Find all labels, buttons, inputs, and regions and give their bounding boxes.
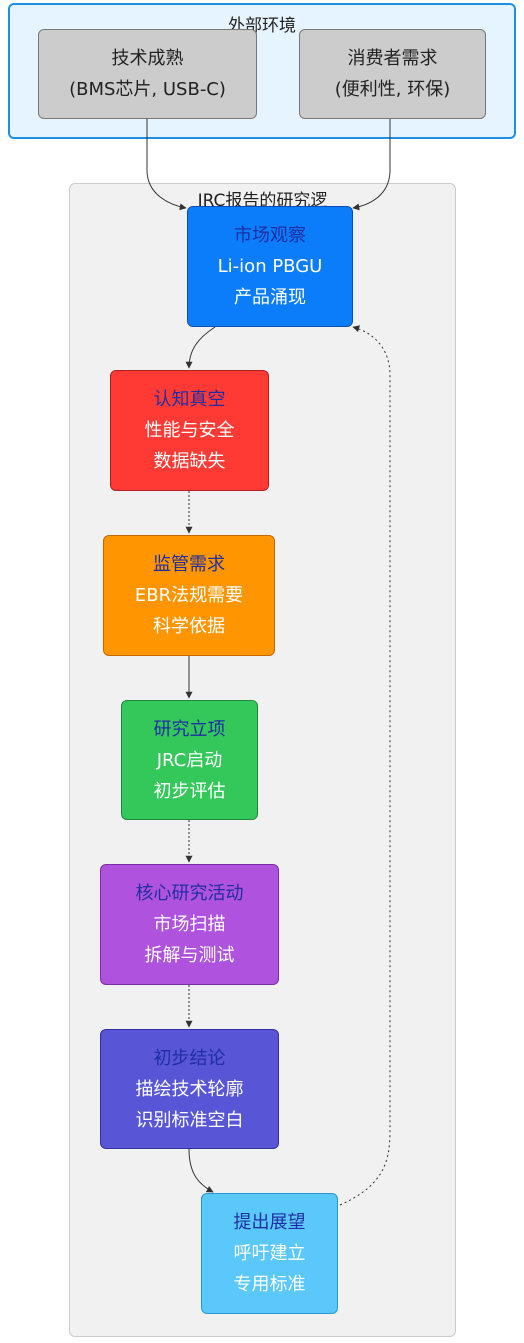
edge-prelim-to-outlook xyxy=(188,1148,214,1193)
node-tech-maturity-line-2: (BMS芯片, USB-C) xyxy=(69,79,226,100)
node-cognitive-vacuum-line-1: 性能与安全 xyxy=(144,420,235,441)
node-research-project: 研究立项 JRC启动 初步评估 xyxy=(121,700,258,820)
node-tech-maturity: 技术成熟 (BMS芯片, USB-C) xyxy=(38,29,257,119)
edge-outlook-to-market xyxy=(339,325,391,1206)
node-cognitive-vacuum-title: 认知真空 xyxy=(153,389,226,410)
node-preliminary-conclusion-line-2: 识别标准空白 xyxy=(135,1109,244,1131)
node-core-research-line-1: 市场扫描 xyxy=(153,914,226,935)
node-outlook-line-2: 专用标准 xyxy=(233,1274,306,1295)
node-regulatory-demand: 监管需求 EBR法规需要 科学依据 xyxy=(103,535,275,656)
node-market-observation: 市场观察 Li-ion PBGU 产品涌现 xyxy=(187,206,353,327)
node-core-research-title: 核心研究活动 xyxy=(135,883,244,904)
node-outlook-title: 提出展望 xyxy=(233,1212,306,1233)
node-consumer-demand-line-2: (便利性, 环保) xyxy=(334,79,451,100)
node-cognitive-vacuum: 认知真空 性能与安全 数据缺失 xyxy=(110,370,269,491)
edge-tech-to-market xyxy=(146,118,187,211)
node-market-observation-line-1: Li-ion PBGU xyxy=(217,256,323,277)
node-research-project-line-2: 初步评估 xyxy=(153,780,226,802)
node-research-project-title: 研究立项 xyxy=(153,718,226,740)
node-regulatory-demand-title: 监管需求 xyxy=(153,554,225,575)
node-cognitive-vacuum-line-2: 数据缺失 xyxy=(153,451,226,472)
node-regulatory-demand-line-1: EBR法规需要 xyxy=(134,585,244,606)
node-core-research-line-2: 拆解与测试 xyxy=(144,945,235,966)
node-preliminary-conclusion-title: 初步结论 xyxy=(153,1047,226,1069)
node-core-research: 核心研究活动 市场扫描 拆解与测试 xyxy=(100,864,279,985)
node-consumer-demand: 消费者需求 (便利性, 环保) xyxy=(299,29,486,119)
edge-consumer-to-market xyxy=(352,118,391,211)
node-consumer-demand-line-1: 消费者需求 xyxy=(347,48,438,69)
node-market-observation-title: 市场观察 xyxy=(234,225,306,246)
node-regulatory-demand-line-2: 科学依据 xyxy=(153,616,225,637)
node-outlook-line-1: 呼吁建立 xyxy=(233,1243,306,1264)
node-preliminary-conclusion-line-1: 描绘技术轮廓 xyxy=(135,1078,244,1100)
edge-market-to-gap xyxy=(185,326,216,369)
node-tech-maturity-line-1: 技术成熟 xyxy=(111,48,184,69)
node-outlook: 提出展望 呼吁建立 专用标准 xyxy=(201,1193,338,1314)
node-market-observation-line-2: 产品涌现 xyxy=(234,287,306,308)
node-research-project-line-1: JRC启动 xyxy=(156,749,223,771)
node-preliminary-conclusion: 初步结论 描绘技术轮廓 识别标准空白 xyxy=(100,1029,279,1149)
